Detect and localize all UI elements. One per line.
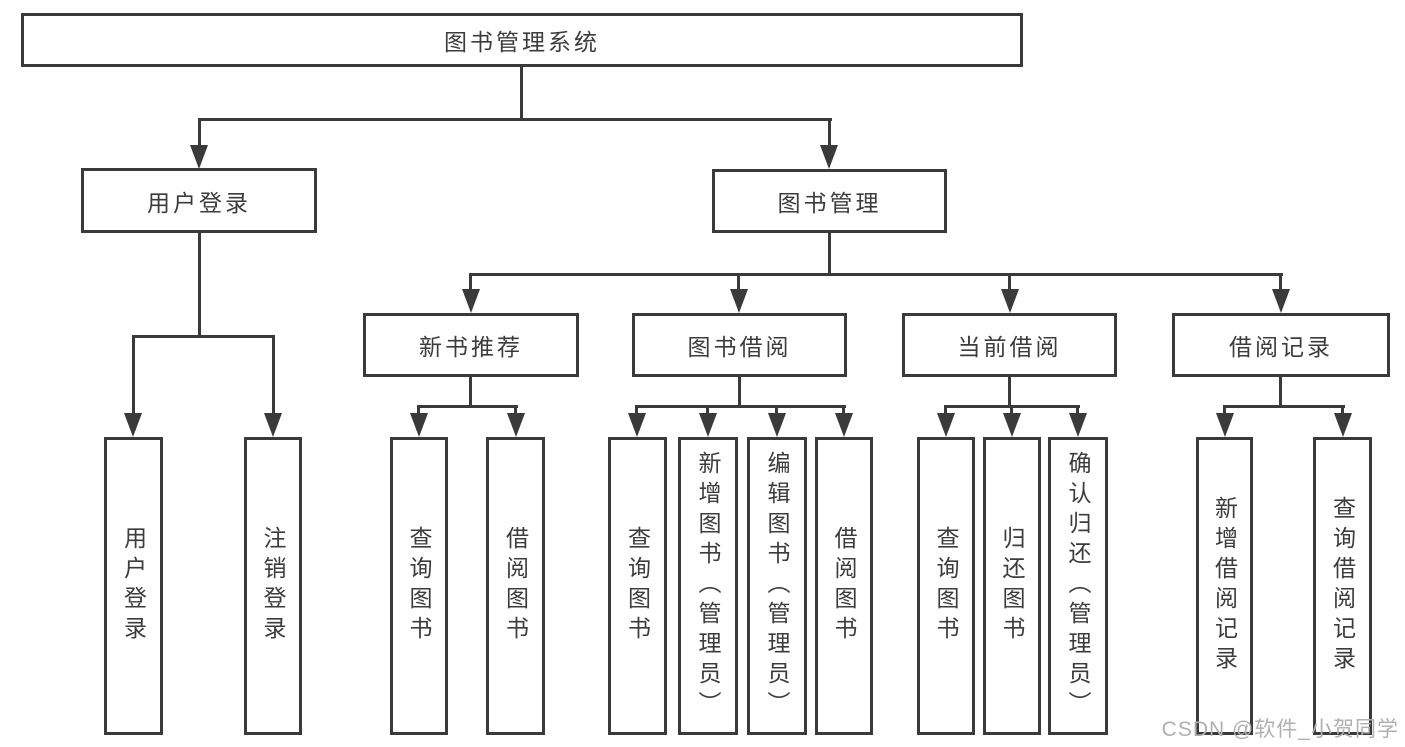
- connector-drop-user-login: [198, 120, 201, 146]
- connector-drop-login-leaf: [132, 337, 135, 413]
- node-book-borrowing: 图书借阅: [632, 313, 847, 377]
- leaf-label: 借阅图书: [502, 526, 529, 646]
- leaf-query-books-borrowing: 查询图书: [608, 437, 667, 735]
- csdn-watermark: CSDN @软件_小贺同学: [1161, 718, 1399, 741]
- arrow-to-leaf: [507, 413, 525, 437]
- connector-current-borrow-stem: [1008, 377, 1011, 408]
- arrow-to-book-management: [820, 145, 838, 169]
- arrow-to-leaf: [628, 413, 646, 437]
- arrow-to-leaf: [1334, 413, 1352, 437]
- leaf-logout: 注销登录: [244, 437, 302, 735]
- connector-drop-current-borrow: [1008, 276, 1011, 289]
- node-label: 新书推荐: [419, 334, 523, 360]
- leaf-label: 用户登录: [120, 526, 147, 646]
- connector-root-stem: [520, 66, 523, 120]
- node-label: 图书管理: [777, 190, 882, 216]
- arrow-to-leaf: [1216, 413, 1234, 437]
- leaf-label: 新增图书（管理员）: [695, 451, 721, 721]
- connector-drop-new-book: [469, 276, 472, 289]
- arrow-to-leaf: [1069, 413, 1087, 437]
- leaf-label: 查询图书: [406, 526, 432, 646]
- leaf-query-books-recommend: 查询图书: [390, 437, 448, 735]
- arrow-to-user-login: [190, 145, 208, 169]
- connector-drop-book-borrow: [737, 276, 740, 289]
- node-current-borrowing: 当前借阅: [902, 313, 1117, 377]
- node-label: 当前借阅: [957, 334, 1062, 360]
- connector-user-login-bar: [132, 335, 275, 338]
- leaf-user-login: 用户登录: [104, 437, 163, 735]
- leaf-label: 确认归还（管理员）: [1065, 451, 1091, 721]
- connector-new-book-bar: [417, 405, 518, 408]
- leaf-borrow-books-recommend: 借阅图书: [486, 437, 545, 735]
- leaf-edit-books-admin: 编辑图书（管理员）: [747, 437, 807, 735]
- node-label: 借阅记录: [1229, 334, 1333, 360]
- connector-drop: [1223, 405, 1226, 415]
- leaf-query-borrow-record: 查询借阅记录: [1313, 437, 1372, 735]
- leaf-label: 借阅图书: [831, 526, 857, 646]
- node-borrowing-records: 借阅记录: [1172, 313, 1390, 377]
- leaf-borrow-books: 借阅图书: [815, 437, 873, 735]
- connector-drop: [775, 405, 778, 415]
- leaf-label: 查询图书: [933, 526, 959, 646]
- leaf-label: 注销登录: [260, 526, 286, 646]
- arrow-to-leaf: [835, 413, 853, 437]
- connector-borrow-record-stem: [1279, 377, 1282, 408]
- arrow-to-logout-leaf: [264, 413, 282, 437]
- arrow-to-new-book: [462, 289, 480, 313]
- node-label: 用户登录: [147, 189, 251, 216]
- connector-drop: [635, 405, 638, 415]
- leaf-confirm-return-admin: 确认归还（管理员）: [1048, 437, 1108, 735]
- leaf-query-books-current: 查询图书: [917, 437, 975, 735]
- leaf-add-books-admin: 新增图书（管理员）: [678, 437, 738, 735]
- connector-drop: [1341, 405, 1344, 415]
- connector-drop: [944, 405, 947, 415]
- connector-drop: [417, 405, 420, 415]
- connector-drop: [1076, 405, 1079, 415]
- connector-level2-bar: [469, 273, 1283, 276]
- connector-drop-logout-leaf: [272, 337, 275, 413]
- arrow-to-leaf: [1003, 413, 1021, 437]
- arrow-to-leaf: [768, 413, 786, 437]
- connector-new-book-stem: [469, 377, 472, 408]
- connector-book-borrow-stem: [738, 377, 741, 408]
- arrow-to-leaf: [699, 413, 717, 437]
- connector-drop: [842, 405, 845, 415]
- node-book-management: 图书管理: [712, 169, 947, 233]
- connector-book-management-stem: [828, 233, 831, 276]
- leaf-label: 查询图书: [624, 526, 651, 646]
- leaf-label: 新增借阅记录: [1211, 496, 1238, 676]
- connector-level1-bar: [198, 118, 832, 121]
- node-user-login: 用户登录: [81, 168, 317, 233]
- connector-user-login-stem: [198, 233, 201, 338]
- connector-borrow-record-bar: [1223, 405, 1345, 408]
- connector-drop: [514, 405, 517, 415]
- connector-book-borrow-bar: [635, 405, 846, 408]
- node-new-book-recommend: 新书推荐: [363, 313, 579, 377]
- arrow-to-login-leaf: [124, 413, 142, 437]
- arrow-to-leaf: [937, 413, 955, 437]
- node-label: 图书借阅: [687, 334, 792, 360]
- connector-drop-book-management: [828, 120, 831, 146]
- leaf-add-borrow-record: 新增借阅记录: [1196, 437, 1253, 735]
- arrow-to-current-borrow: [1001, 289, 1019, 313]
- connector-drop-borrow-record: [1279, 276, 1282, 289]
- leaf-label: 编辑图书（管理员）: [764, 451, 790, 721]
- arrow-to-book-borrow: [730, 289, 748, 313]
- leaf-label: 查询借阅记录: [1329, 496, 1356, 676]
- node-label: 图书管理系统: [444, 29, 600, 55]
- node-library-management-system: 图书管理系统: [21, 13, 1023, 67]
- arrow-to-leaf: [410, 413, 428, 437]
- arrow-to-borrow-record: [1272, 289, 1290, 313]
- connector-drop: [1010, 405, 1013, 415]
- leaf-label: 归还图书: [999, 526, 1025, 646]
- connector-drop: [706, 405, 709, 415]
- leaf-return-books: 归还图书: [983, 437, 1041, 735]
